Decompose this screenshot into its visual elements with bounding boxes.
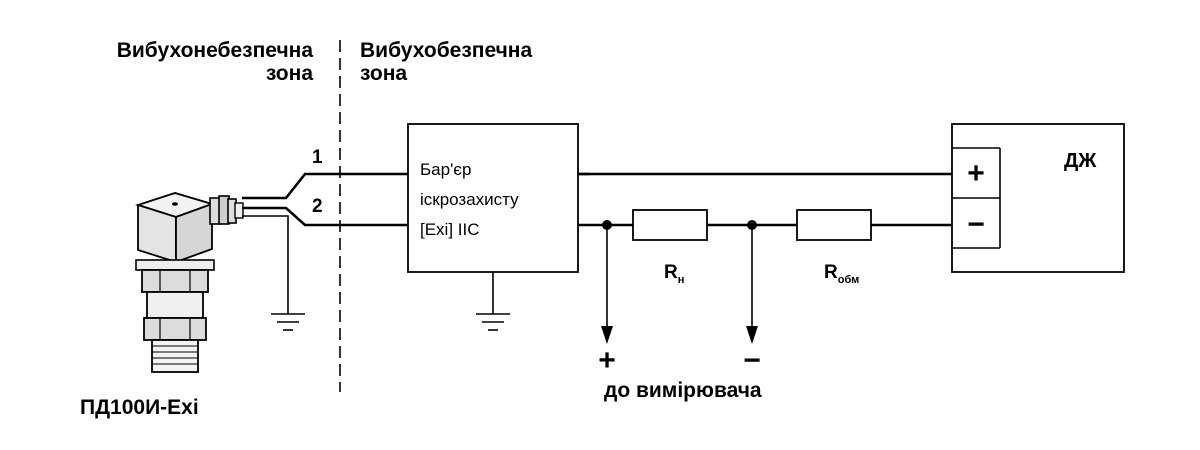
barrier-label-line2: іскрозахисту — [420, 190, 519, 209]
barrier-label-line1: Бар'єр — [420, 160, 471, 179]
sensor-label: ПД100И-Exi — [80, 396, 199, 419]
winding-resistor — [796, 209, 872, 241]
power-supply-label: ДЖ — [1064, 150, 1097, 172]
sensor-cable-lower — [242, 206, 420, 227]
hazardous-zone-label-line1: Вибухонебезпечна — [117, 39, 314, 62]
winding-resistor-label: Rобм — [824, 262, 859, 286]
power-supply-minus-label: − — [967, 208, 985, 241]
barrier-label-line3: [Exi] IIC — [420, 220, 480, 239]
ground-symbol-barrier — [476, 313, 510, 331]
wire-1-label: 1 — [312, 147, 323, 168]
wire-2-label: 2 — [312, 196, 323, 217]
power-supply-plus-label: + — [967, 157, 985, 190]
pressure-sensor-icon — [135, 192, 244, 373]
safe-zone-label-line1: Вибухобезпечна — [360, 39, 532, 62]
meter-minus-label: − — [743, 344, 761, 377]
ground-symbol-sensor — [271, 313, 305, 331]
meter-plus-label: + — [598, 344, 616, 377]
meter-label: до вимірювача — [604, 379, 762, 402]
load-resistor-label: Rн — [664, 262, 684, 286]
load-resistor-symbol: R — [664, 262, 678, 283]
safe-zone-label-line2: зона — [360, 62, 407, 85]
arrow-down-icon — [746, 326, 758, 344]
arrow-down-icon — [601, 326, 613, 344]
cable-shield-wire — [242, 215, 289, 314]
load-resistor — [632, 209, 708, 241]
load-resistor-subscript: н — [678, 274, 685, 286]
winding-resistor-subscript: обм — [838, 274, 860, 286]
winding-resistor-symbol: R — [824, 262, 838, 283]
hazardous-zone-label-line2: зона — [266, 62, 313, 85]
